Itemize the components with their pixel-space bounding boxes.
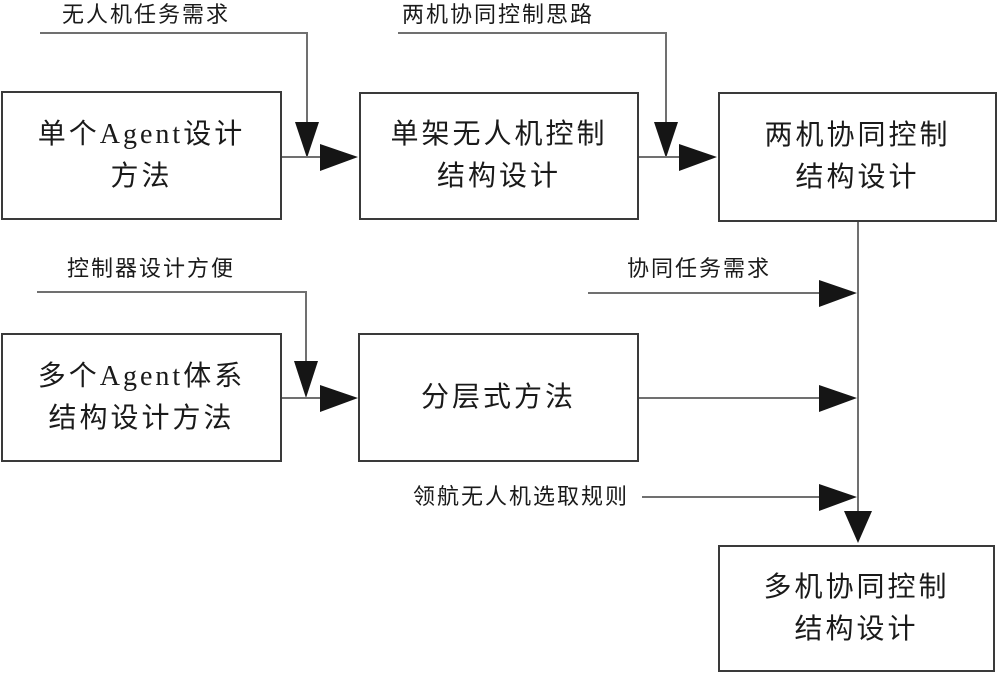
label-uav-task-requirement: 无人机任务需求: [62, 2, 231, 27]
connector-two-uav-idea-line: [398, 32, 667, 124]
node-single-uav-control-structure: 单架无人机控制 结构设计: [359, 92, 639, 220]
right-arrowhead-into-node3: [679, 144, 717, 171]
down-arrowhead-two-uav-idea: [654, 122, 678, 158]
label-coop-task-requirement: 协同任务需求: [627, 256, 772, 281]
down-arrowhead-into-node6: [844, 511, 872, 543]
right-arrowhead-leader-rule: [819, 484, 857, 511]
connector-controller-design-line: [37, 291, 307, 364]
label-two-uav-coop-control-idea: 两机协同控制思路: [402, 2, 595, 27]
node-two-uav-coop-control-structure: 两机协同控制 结构设计: [718, 92, 997, 222]
node-multi-agent-architecture-method: 多个Agent体系 结构设计方法: [1, 333, 282, 462]
label-leader-uav-selection-rule: 领航无人机选取规则: [413, 484, 630, 509]
right-arrowhead-node5-trunk: [819, 385, 857, 412]
down-arrowhead-controller-design: [294, 361, 318, 398]
label-controller-design-convenience: 控制器设计方便: [67, 256, 236, 281]
node-single-agent-design-method: 单个Agent设计 方法: [1, 91, 282, 220]
node-multi-uav-coop-control-structure: 多机协同控制 结构设计: [718, 545, 995, 672]
right-arrowhead-into-node5: [320, 385, 358, 412]
connector-uav-task-line: [40, 32, 308, 124]
down-arrowhead-uav-task: [295, 122, 319, 158]
right-arrowhead-into-node2: [320, 144, 358, 171]
node-hierarchical-method: 分层式方法: [358, 333, 639, 462]
right-arrowhead-coop-task: [819, 280, 857, 307]
